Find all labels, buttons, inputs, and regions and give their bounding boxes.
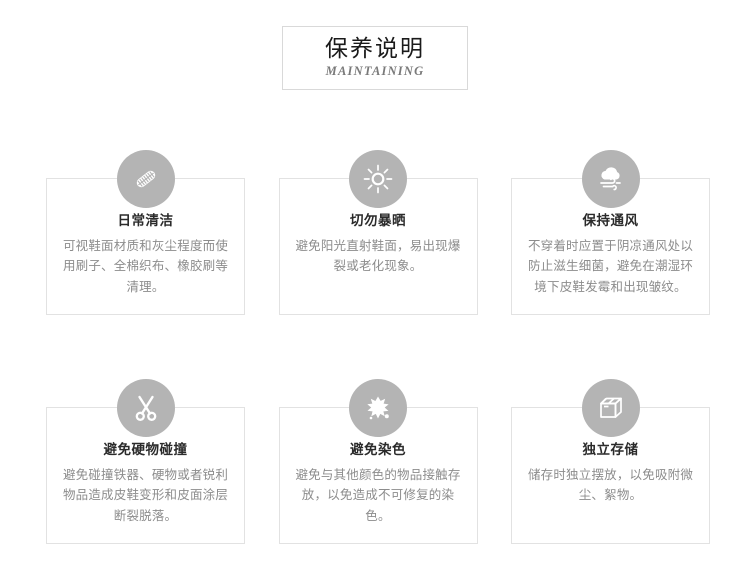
page-subtitle: MAINTAINING	[325, 64, 425, 79]
brush-icon	[116, 150, 175, 208]
care-card: 日常清洁 可视鞋面材质和灰尘程度而使用刷子、全棉织布、橡胶刷等清理。	[46, 150, 245, 315]
card-row: 避免硬物碰撞 避免碰撞铁器、硬物或者锐利物品造成皮鞋变形和皮面涂层断裂脱落。 避…	[46, 379, 710, 544]
card-content: 切勿暴晒 避免阳光直射鞋面，易出现爆裂或老化现象。	[280, 213, 477, 277]
care-card: 避免染色 避免与其他颜色的物品接触存放，以免造成不可修复的染色。	[278, 379, 478, 544]
card-title: 日常清洁	[117, 213, 174, 228]
sun-icon	[349, 150, 407, 208]
care-card: 切勿暴晒 避免阳光直射鞋面，易出现爆裂或老化现象。	[278, 150, 478, 315]
card-text: 储存时独立摆放，以免吸附微尘、絮物。	[527, 468, 694, 503]
card-content: 避免硬物碰撞 避免碰撞铁器、硬物或者锐利物品造成皮鞋变形和皮面涂层断裂脱落。	[47, 442, 244, 526]
care-instruction-grid: 日常清洁 可视鞋面材质和灰尘程度而使用刷子、全棉织布、橡胶刷等清理。	[46, 150, 710, 544]
card-text: 可视鞋面材质和灰尘程度而使用刷子、全棉织布、橡胶刷等清理。	[62, 239, 229, 294]
page-title-box: 保养说明 MAINTAINING	[282, 26, 468, 90]
card-content: 避免染色 避免与其他颜色的物品接触存放，以免造成不可修复的染色。	[280, 442, 477, 526]
care-card: 保持通风 不穿着时应置于阴凉通风处以防止滋生细菌，避免在潮湿环境下皮鞋发霉和出现…	[511, 150, 710, 315]
splash-icon	[349, 379, 407, 437]
card-text: 避免阳光直射鞋面，易出现爆裂或老化现象。	[295, 239, 461, 274]
card-title: 独立存储	[582, 442, 639, 457]
care-card: 避免硬物碰撞 避免碰撞铁器、硬物或者锐利物品造成皮鞋变形和皮面涂层断裂脱落。	[46, 379, 245, 544]
card-title: 切勿暴晒	[350, 213, 406, 228]
scissors-icon	[116, 379, 175, 437]
cloud-wind-icon	[581, 150, 640, 208]
card-title: 避免硬物碰撞	[103, 442, 188, 457]
card-text: 避免与其他颜色的物品接触存放，以免造成不可修复的染色。	[295, 468, 461, 523]
card-content: 保持通风 不穿着时应置于阴凉通风处以防止滋生细菌，避免在潮湿环境下皮鞋发霉和出现…	[512, 213, 709, 297]
card-text: 不穿着时应置于阴凉通风处以防止滋生细菌，避免在潮湿环境下皮鞋发霉和出现皱纹。	[527, 239, 694, 294]
card-content: 独立存储 储存时独立摆放，以免吸附微尘、絮物。	[512, 442, 709, 506]
page-title: 保养说明	[325, 35, 425, 61]
box-icon	[581, 379, 640, 437]
card-row: 日常清洁 可视鞋面材质和灰尘程度而使用刷子、全棉织布、橡胶刷等清理。	[46, 150, 710, 315]
card-title: 保持通风	[582, 213, 639, 228]
card-content: 日常清洁 可视鞋面材质和灰尘程度而使用刷子、全棉织布、橡胶刷等清理。	[47, 213, 244, 297]
card-title: 避免染色	[350, 442, 406, 457]
care-card: 独立存储 储存时独立摆放，以免吸附微尘、絮物。	[511, 379, 710, 544]
card-text: 避免碰撞铁器、硬物或者锐利物品造成皮鞋变形和皮面涂层断裂脱落。	[62, 468, 229, 523]
